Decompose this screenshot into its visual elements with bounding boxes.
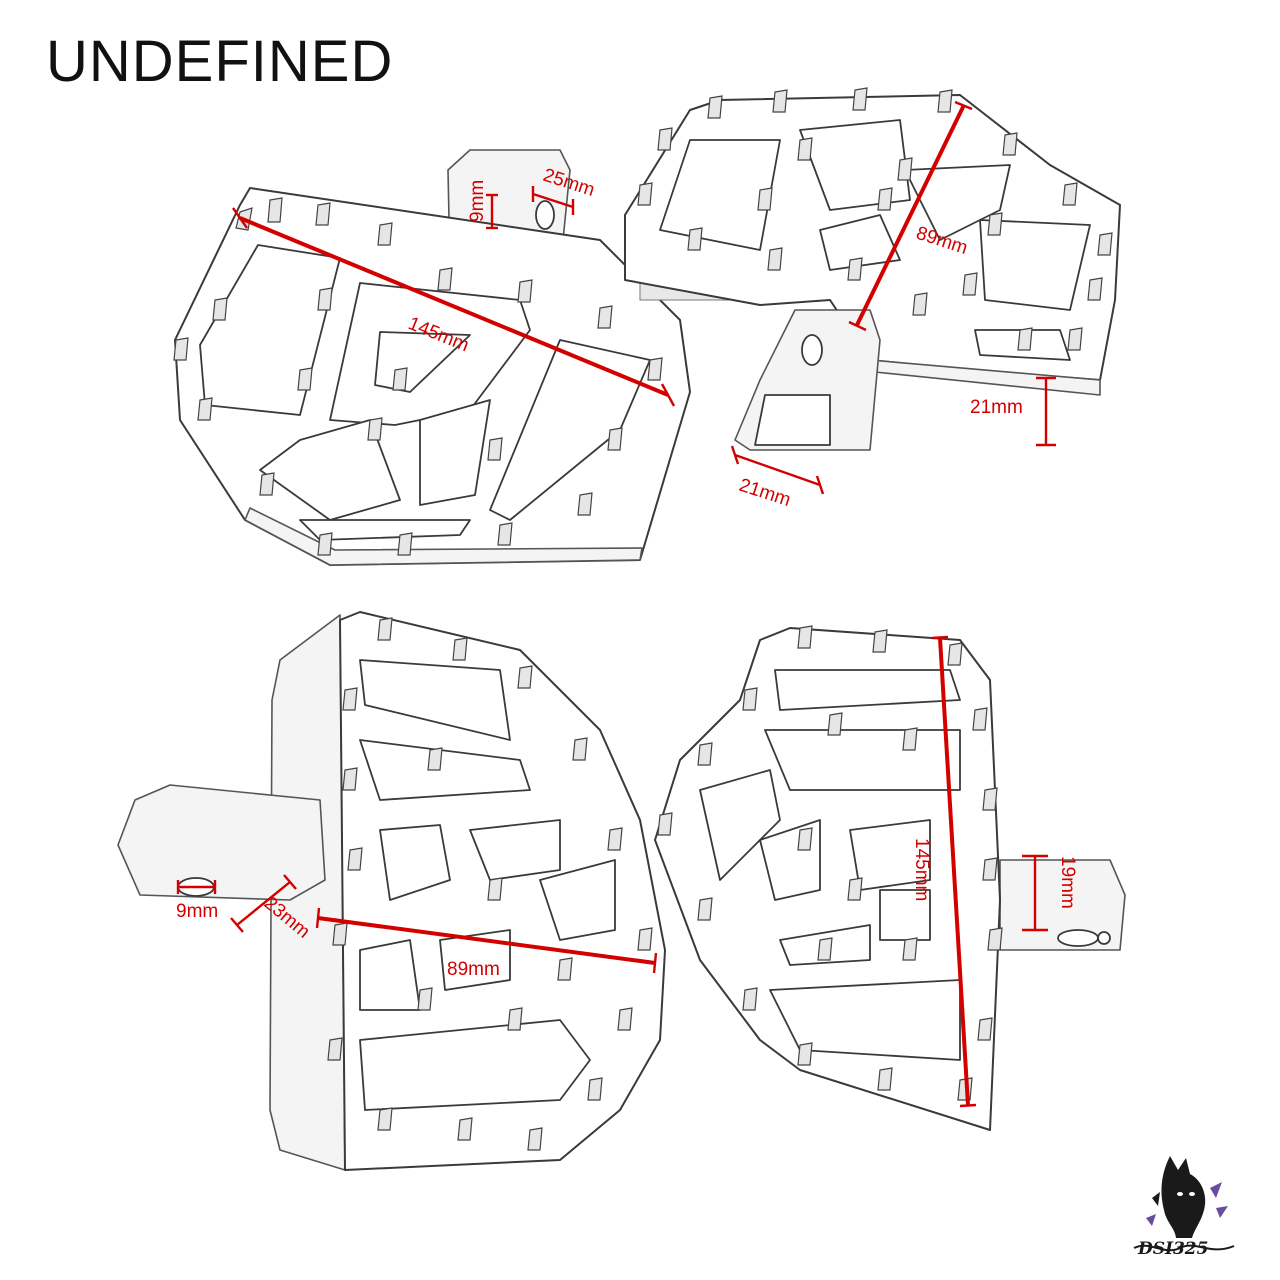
dimension-line-145mm-bottom	[938, 637, 970, 1106]
page-title: UNDEFINED	[46, 29, 394, 94]
svg-text:DSI325: DSI325	[1137, 1239, 1208, 1258]
dimension-line-145mm-top	[239, 216, 669, 397]
footpeg-top-left	[173, 149, 691, 566]
dimension-label: 19mm	[1057, 856, 1078, 909]
dimension-label: 21mm	[970, 397, 1023, 418]
dimension-line-89mm-bottom	[317, 916, 656, 965]
horse-head-logo-icon: DSI325	[1133, 1156, 1235, 1258]
dimension-label: 21mm	[736, 475, 793, 511]
dimension-annotations: 145mm 25mm 9mm 89mm 21mm 21mm 89mm	[176, 100, 1078, 1108]
footpeg-top-right	[624, 87, 1121, 451]
dimension-label: 145mm	[911, 838, 932, 901]
dimension-line-89mm-top	[855, 104, 966, 326]
dimension-label: 9mm	[176, 901, 218, 922]
footpeg-bottom-left	[117, 611, 666, 1171]
footpeg-bottom-right	[654, 625, 1126, 1131]
dimension-label: 89mm	[447, 959, 500, 980]
dimension-label: 9mm	[467, 180, 488, 222]
